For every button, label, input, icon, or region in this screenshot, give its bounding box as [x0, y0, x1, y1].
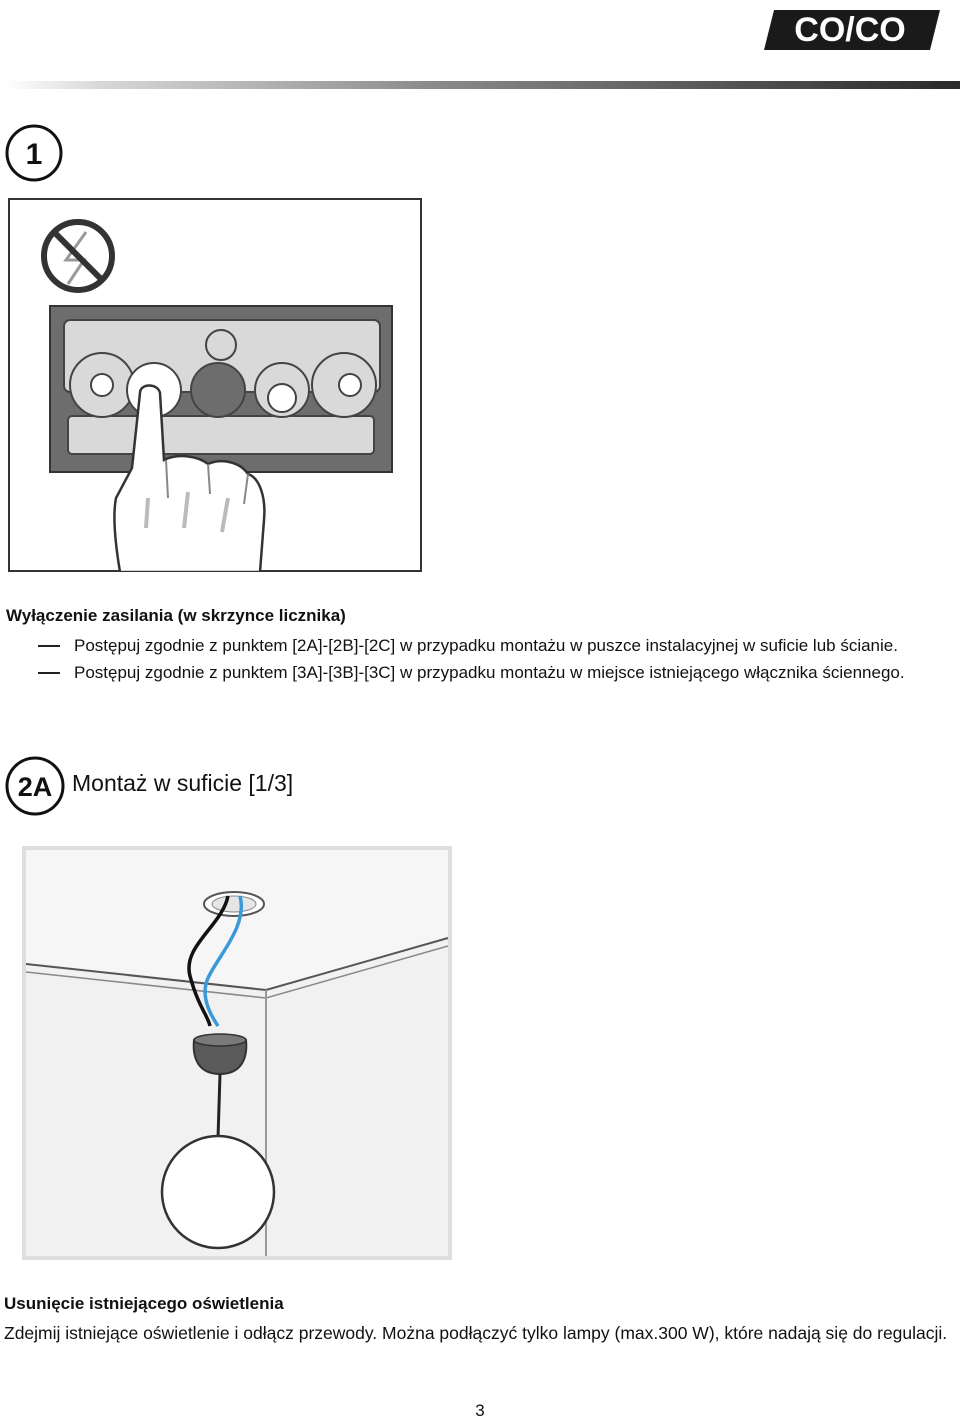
instruction-list: Postępuj zgodnie z punktem [2A]-[2B]-[2C… — [38, 632, 958, 686]
step-1-badge: 1 — [5, 124, 63, 182]
ceiling-lamp-illustration — [22, 846, 452, 1260]
list-item-text: Postępuj zgodnie z punktem [3A]-[3B]-[3C… — [74, 663, 905, 682]
power-off-heading: Wyłączenie zasilania (w skrzynce licznik… — [6, 606, 346, 625]
no-electricity-icon — [41, 219, 115, 293]
list-item: Postępuj zgodnie z punktem [3A]-[3B]-[3C… — [38, 659, 958, 686]
coco-logo: CO/CO — [764, 10, 940, 50]
header-rule — [4, 81, 960, 89]
list-item-text: Postępuj zgodnie z punktem [2A]-[2B]-[2C… — [74, 636, 898, 655]
step-2a-label: 2A — [18, 772, 53, 802]
dash-bullet-icon — [38, 645, 60, 647]
page-number: 3 — [475, 1401, 485, 1420]
logo-text: CO/CO — [794, 11, 905, 49]
step-1-number: 1 — [26, 138, 43, 171]
remove-lighting-heading: Usunięcie istniejącego oświetlenia — [4, 1294, 284, 1313]
fuse-box-illustration — [8, 198, 422, 572]
remove-lighting-text: Zdejmij istniejące oświetlenie i odłącz … — [4, 1323, 948, 1343]
step-2a-badge: 2A — [5, 756, 65, 816]
list-item: Postępuj zgodnie z punktem [2A]-[2B]-[2C… — [38, 632, 958, 659]
dash-bullet-icon — [38, 672, 60, 674]
pressing-hand-icon — [113, 384, 266, 572]
section-title: Montaż w suficie [1/3] — [72, 770, 294, 796]
